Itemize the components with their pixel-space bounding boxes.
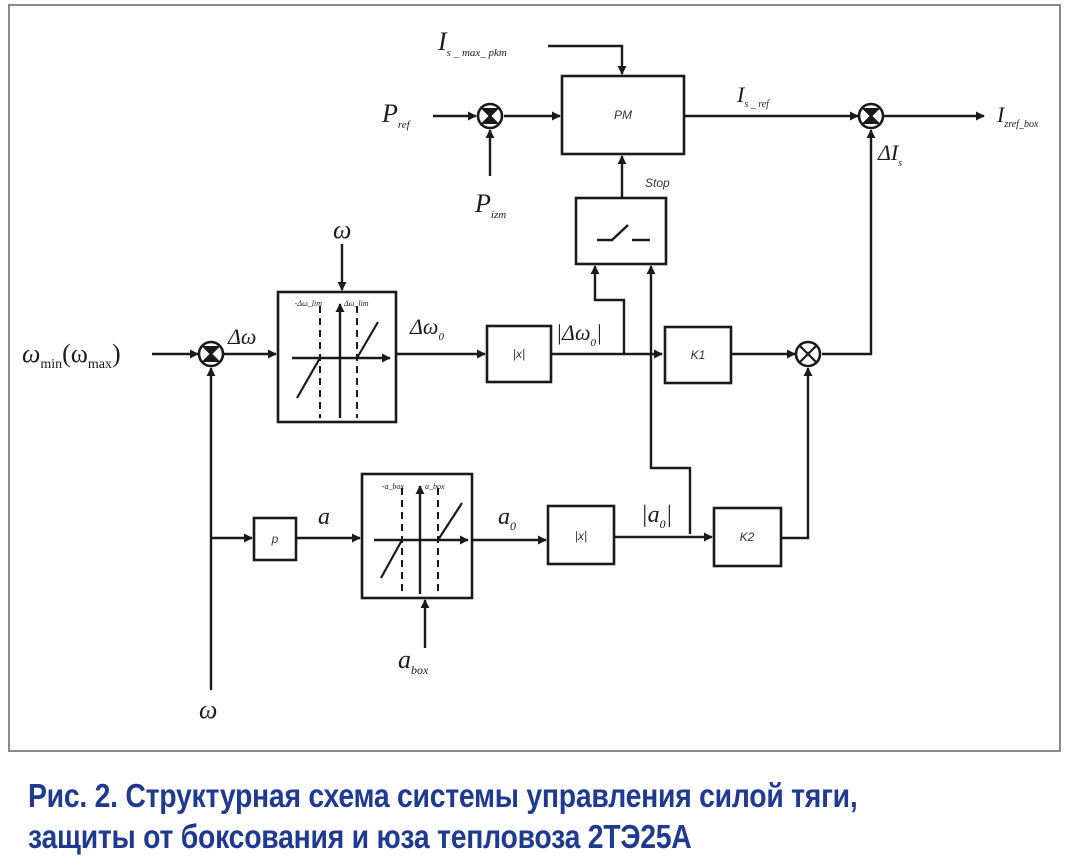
label-omega-top: ω: [333, 215, 351, 244]
k1-block-label: K1: [691, 348, 706, 362]
label-abs-a0: |a0|: [641, 502, 672, 531]
label-delta-omega: Δω: [227, 324, 256, 349]
label-is-ref: Is _ ref: [736, 82, 770, 110]
stop-switch-block: [574, 196, 668, 266]
summing-junction-current: [857, 102, 885, 130]
wire-delta-is: [822, 129, 876, 356]
summing-junction-omega: [197, 340, 225, 368]
label-a: a: [318, 504, 330, 530]
label-a-box: abox: [398, 645, 429, 677]
label-p-izm: Pizm: [474, 189, 506, 221]
label-izref-box: Izref_box: [996, 102, 1039, 130]
deadzone-a-block: -a_box a_box: [360, 472, 474, 600]
k2-block: K2: [712, 506, 783, 568]
wire-is-max-pkm: [548, 44, 627, 75]
abs-block-a-label: |x|: [575, 529, 587, 543]
label-a0: a0: [498, 504, 516, 533]
label-stop: Stop: [645, 176, 670, 190]
deadzone-a-right-label: a_box: [425, 482, 445, 491]
block-diagram: PM: [22, 27, 1039, 724]
abs-block-omega: |x|: [485, 324, 553, 384]
wire-abs-a-to-switch: [646, 265, 692, 534]
figure-caption: Рис. 2. Структурная схема системы управл…: [28, 777, 858, 855]
p-block-label: p: [271, 532, 279, 546]
multiplier-junction: [794, 340, 822, 368]
abs-block-omega-label: |x|: [513, 347, 525, 361]
label-omega-min-max: ωmin(ωmax): [22, 339, 121, 372]
label-delta-omega0: Δω0: [409, 314, 444, 343]
deadzone-omega-block: -Δω_lim Δω_lim: [276, 290, 398, 424]
pm-block: PM: [560, 74, 686, 156]
deadzone-omega-right-label: Δω_lim: [343, 299, 369, 308]
k1-block: K1: [663, 325, 733, 385]
p-block: p: [252, 516, 298, 562]
label-abs-delta-omega0: |Δω0|: [556, 320, 602, 349]
summing-junction-power: [476, 102, 504, 130]
abs-block-a: |x|: [546, 504, 616, 566]
wire-k2-to-multiplier: [781, 367, 813, 540]
label-omega-bottom: ω: [199, 695, 217, 724]
pm-block-label: PM: [614, 108, 632, 122]
diagram-frame: [8, 4, 1061, 752]
switch-icon: [597, 224, 650, 242]
label-is-max-pkm: Is _ max_ pkm: [437, 27, 507, 59]
wire-abs-omega-to-switch: [590, 265, 626, 354]
label-p-ref: Pref: [381, 99, 412, 131]
deadzone-omega-left-label: -Δω_lim: [295, 299, 322, 308]
k2-block-label: K2: [740, 530, 755, 544]
deadzone-a-left-label: -a_box: [382, 482, 405, 491]
label-delta-is: ΔIs: [877, 140, 902, 169]
